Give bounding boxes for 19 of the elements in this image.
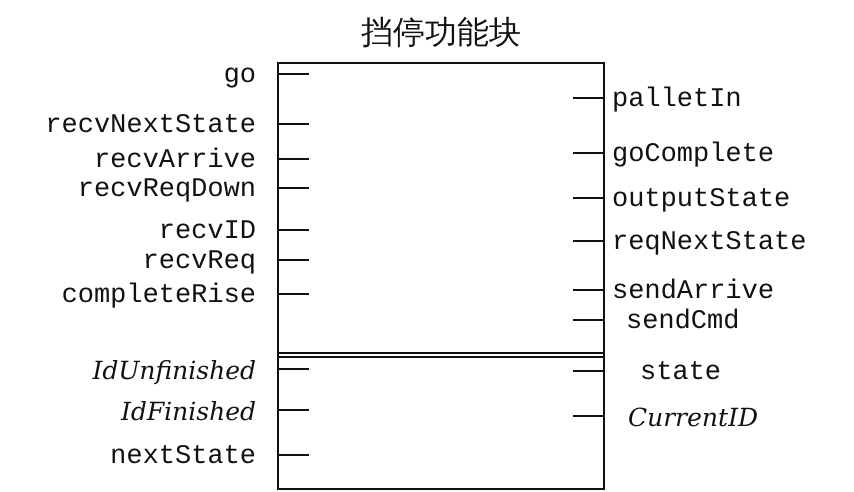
pin-label: recvArrive: [94, 146, 256, 176]
pin-label: go: [224, 61, 256, 91]
pin-label: goComplete: [612, 140, 774, 170]
pin-label: sendCmd: [626, 307, 740, 337]
pin-label: reqNextState: [612, 228, 806, 258]
pin-label: state: [640, 358, 722, 388]
pin-label: recvReq: [142, 247, 256, 277]
pin-label: palletIn: [612, 85, 742, 115]
pin-label: recvReqDown: [78, 175, 256, 205]
pin-label: IdFinished: [120, 397, 256, 427]
block-title: 挡停功能块: [361, 12, 521, 53]
pin-label: outputState: [612, 185, 790, 215]
pin-label: recvNextState: [45, 111, 256, 141]
pin-label: completeRise: [62, 281, 256, 311]
pin-label: nextState: [110, 442, 256, 472]
pin-label: recvID: [158, 217, 256, 247]
pin-label: sendArrive: [612, 277, 774, 307]
pin-label: IdUnfinished: [92, 356, 256, 386]
pin-label: CurrentID: [628, 403, 758, 433]
